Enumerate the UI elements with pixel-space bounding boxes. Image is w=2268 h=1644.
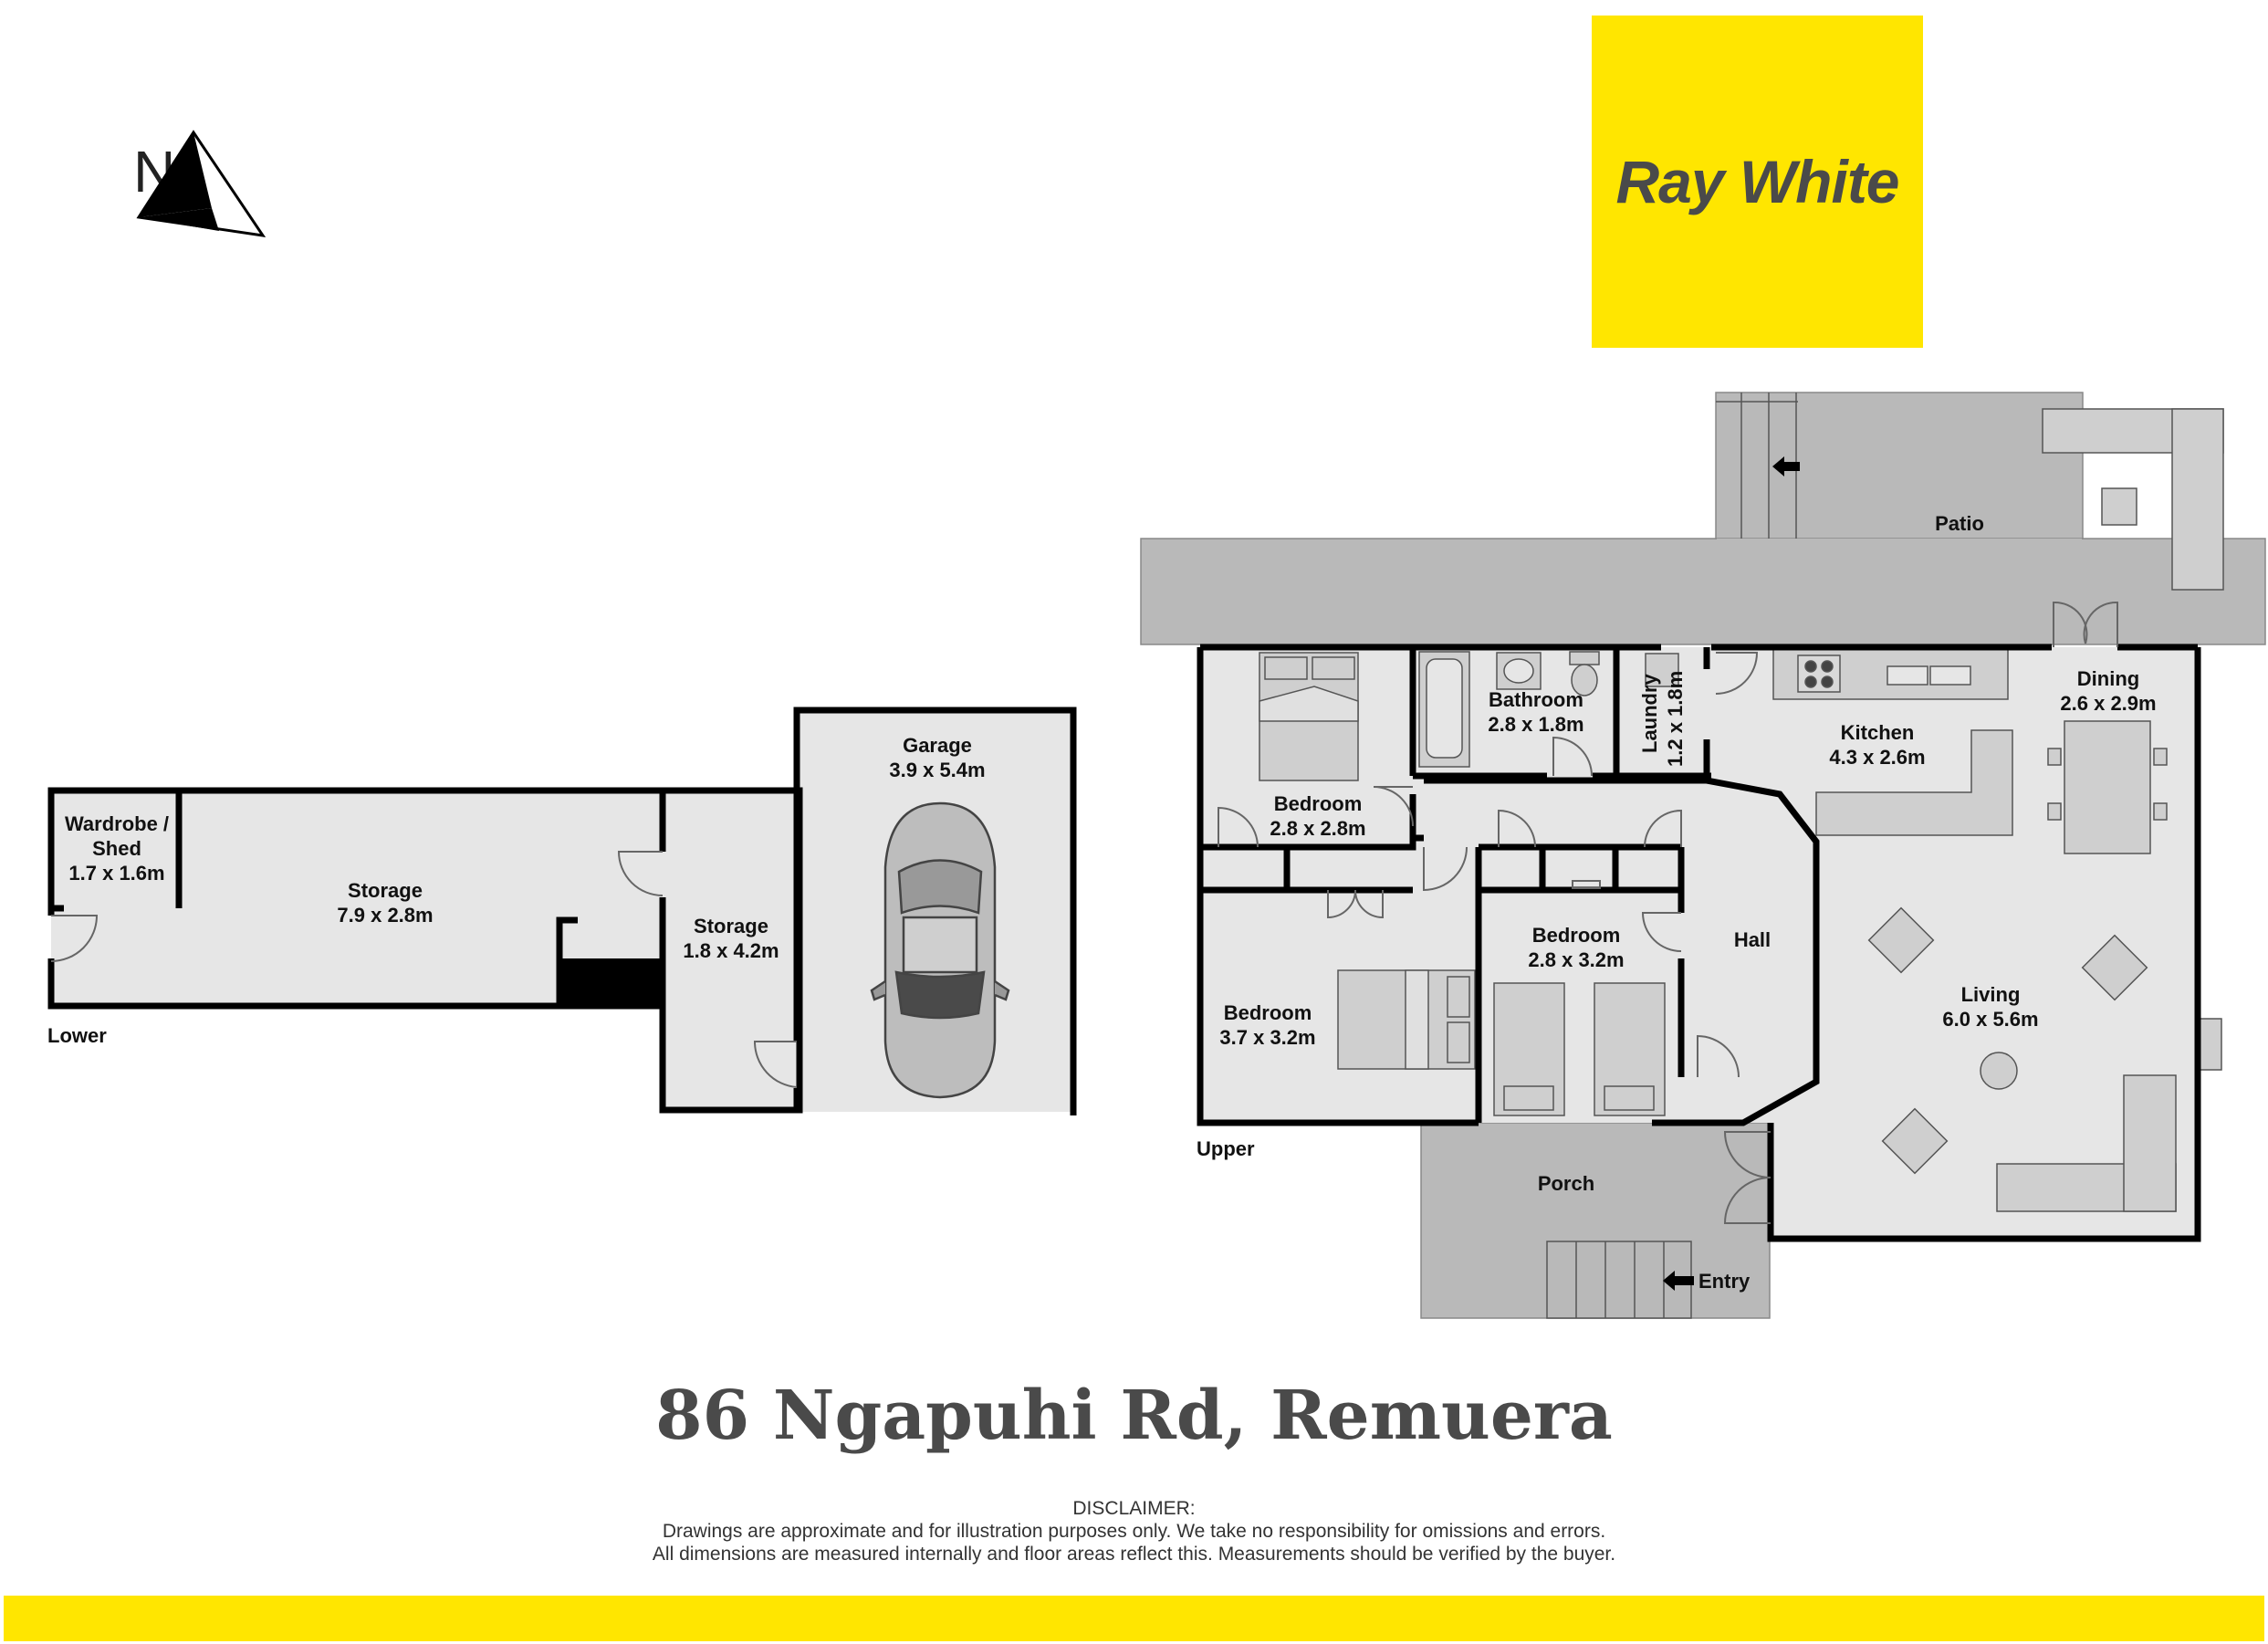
entry-arrow-icon <box>1663 1271 1694 1291</box>
bathroom-dims: 2.8 x 1.8m <box>1488 713 1583 736</box>
wardrobe-label-2: Shed <box>92 837 141 860</box>
disclaimer-line-1: Drawings are approximate and for illustr… <box>662 1521 1606 1542</box>
bedroom2-dims: 3.7 x 3.2m <box>1219 1026 1315 1049</box>
porch-area <box>1420 1122 1771 1319</box>
living-label: Living <box>1961 983 2021 1006</box>
porch-label: Porch <box>1538 1172 1594 1195</box>
stairs-block <box>559 958 663 1006</box>
upper-level <box>1140 392 2266 1319</box>
storage-small-label: Storage <box>694 915 768 937</box>
disclaimer-line-2: All dimensions are measured internally a… <box>652 1544 1616 1565</box>
room-labels: Wardrobe / Shed 1.7 x 1.6m Storage 7.9 x… <box>47 512 2157 1293</box>
north-arrow-icon: N <box>133 130 267 237</box>
disclaimer-title: DISCLAIMER: <box>1072 1498 1196 1519</box>
bedroom2-label: Bedroom <box>1224 1001 1312 1024</box>
kitchen-label: Kitchen <box>1841 721 1915 744</box>
laundry-dims: 1.2 x 1.8m <box>1664 671 1687 767</box>
wardrobe-dims: 1.7 x 1.6m <box>68 862 164 885</box>
footer-brand-bar <box>4 1596 2264 1641</box>
bedroom1-dims: 2.8 x 2.8m <box>1270 817 1365 840</box>
lower-level-label: Lower <box>47 1024 107 1047</box>
doors <box>1218 601 2118 1224</box>
dining-label: Dining <box>2077 667 2139 690</box>
car-icon <box>870 801 1010 1099</box>
garage-label: Garage <box>903 734 972 757</box>
laundry-label: Laundry <box>1638 673 1661 753</box>
ray-white-logo: Ray White <box>1592 16 1923 348</box>
storage-large-dims: 7.9 x 2.8m <box>337 904 433 927</box>
patio-label: Patio <box>1935 512 1984 535</box>
dining-dims: 2.6 x 2.9m <box>2060 692 2156 715</box>
brand-name: Ray White <box>1615 148 1899 215</box>
storage-large-label: Storage <box>348 879 423 902</box>
furniture <box>1259 647 2222 1212</box>
bedroom3-label: Bedroom <box>1532 924 1621 947</box>
lower-level <box>47 707 1077 1115</box>
bathroom-label: Bathroom <box>1489 688 1583 711</box>
disclaimer: DISCLAIMER: Drawings are approximate and… <box>0 1497 2268 1565</box>
wardrobe-label: Wardrobe / <box>65 812 169 835</box>
patio-area <box>1140 392 2266 645</box>
living-dims: 6.0 x 5.6m <box>1942 1008 2038 1031</box>
property-address: 86 Ngapuhi Rd, Remuera <box>655 1377 1613 1455</box>
storage-small-dims: 1.8 x 4.2m <box>683 939 779 962</box>
upper-level-label: Upper <box>1197 1137 1255 1160</box>
kitchen-dims: 4.3 x 2.6m <box>1829 746 1925 769</box>
hall-label: Hall <box>1734 928 1771 951</box>
bedroom1-label: Bedroom <box>1274 792 1363 815</box>
bedroom3-dims: 2.8 x 3.2m <box>1528 948 1624 971</box>
entry-label: Entry <box>1698 1270 1751 1293</box>
garage-dims: 3.9 x 5.4m <box>889 759 985 781</box>
